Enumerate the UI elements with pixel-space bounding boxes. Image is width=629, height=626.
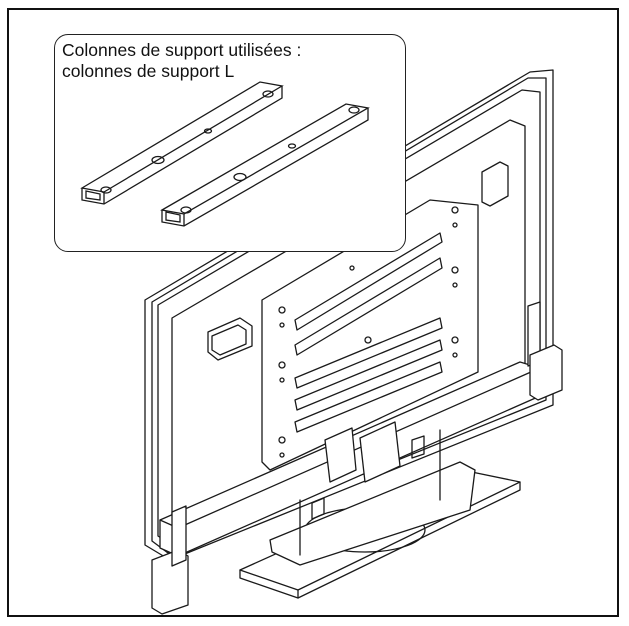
caption-line-1: Colonnes de support utilisées : [62, 40, 302, 60]
vent-slots [294, 232, 443, 433]
stand [239, 421, 521, 599]
handles [207, 161, 509, 361]
callout-box [54, 34, 406, 252]
caption-line-2: colonnes de support L [62, 61, 235, 81]
tv-panel [144, 69, 554, 561]
callout-caption: Colonnes de support utilisées : colonnes… [62, 40, 392, 82]
side-brackets [151, 301, 563, 615]
screw-holes [278, 206, 459, 458]
